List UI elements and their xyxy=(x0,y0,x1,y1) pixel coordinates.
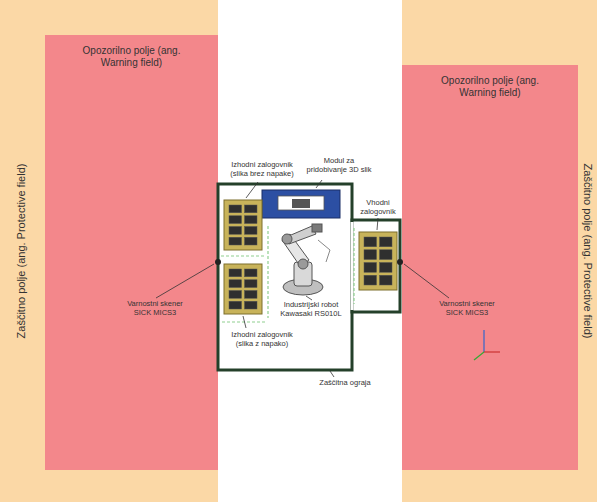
output-pallet-label: Izhodni zalogovnik (slika brez napake) xyxy=(222,160,302,178)
pallet xyxy=(224,264,262,314)
field-title: Opozorilno polje (ang. Warning field) xyxy=(441,75,539,98)
leader-lines xyxy=(156,182,449,377)
pallet xyxy=(359,232,397,290)
fence-opening xyxy=(351,222,354,310)
field-title: Opozorilno polje (ang. Warning field) xyxy=(83,45,181,68)
warning-field: Opozorilno polje (ang. Warning field) xyxy=(45,35,218,470)
fence-label: Zaščitna ograja xyxy=(310,378,380,387)
field-title-vertical: Zaščitno polje (ang. Protective field) xyxy=(15,164,28,339)
warning-field: Opozorilno polje (ang. Warning field) xyxy=(402,65,578,470)
safety-fence xyxy=(218,184,352,370)
scanner-label: Varnostni skener SICK MICS3 xyxy=(430,299,504,317)
pallets xyxy=(224,200,397,314)
leader-line xyxy=(316,180,322,188)
guide-lines xyxy=(221,226,354,322)
camera-body xyxy=(278,196,324,210)
safety-scanner xyxy=(215,259,221,265)
pallet xyxy=(224,200,262,250)
input-pallet-label: Vhodni zalogovnik xyxy=(355,198,401,216)
safety-fence-extension xyxy=(352,220,400,312)
imaging-module xyxy=(262,190,340,218)
output-pallet-label: Izhodni zalogovnik (slika z napako) xyxy=(222,330,302,348)
scanner-label: Varnostni skener SICK MICS3 xyxy=(118,299,192,317)
protective-field: Zaščitno polje (ang. Protective field) Op… xyxy=(0,0,218,502)
module-label: Modul za pridobivanje 3D slik xyxy=(303,156,375,174)
field-title-vertical: Zaščitno polje (ang. Protective field) xyxy=(582,164,595,339)
coordinate-axes xyxy=(474,330,500,360)
robot-label: Industrijski robot Kawasaki RS010L xyxy=(276,300,346,318)
safety-scanner xyxy=(397,259,403,265)
industrial-robot xyxy=(282,224,330,295)
protective-field: Zaščitno polje (ang. Protective field) Op… xyxy=(402,0,597,502)
camera-lens xyxy=(292,199,310,208)
